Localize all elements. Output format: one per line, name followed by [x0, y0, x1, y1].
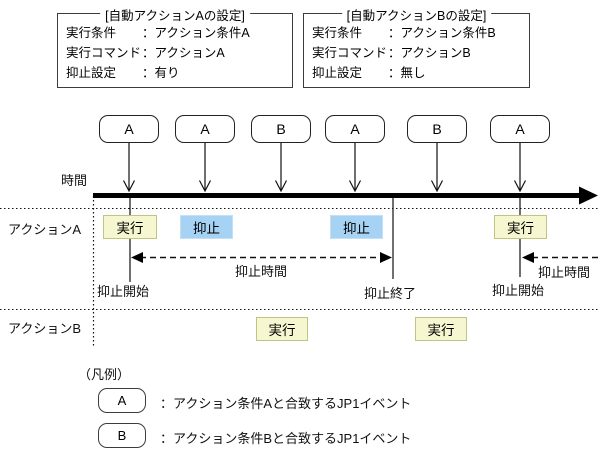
event-pill-a4: A	[490, 115, 550, 143]
action-a-exec-box-2: 実行	[494, 215, 547, 239]
event-arrow	[198, 143, 212, 193]
settings-box-action-a: [自動アクションAの設定] 実行条件 ：アクション条件A 実行コマンド ：アクシ…	[57, 5, 293, 88]
event-arrows	[122, 143, 527, 193]
event-pill-b1: B	[251, 115, 311, 143]
event-pill-b2: B	[407, 115, 467, 143]
legend-text-a: ：アクション条件Aと合致するJP1イベント	[160, 396, 412, 411]
suppress-time-label-2: 抑止時間	[538, 265, 591, 280]
event-arrow	[348, 143, 362, 193]
suppress-start-label-1: 抑止開始	[97, 284, 150, 299]
setting-row: 実行コマンド ：アクションB	[312, 43, 523, 63]
setting-label: 実行条件	[66, 26, 117, 40]
setting-label: 抑止設定	[66, 66, 117, 80]
action-b-exec-box-1: 実行	[256, 317, 308, 341]
event-pill-a1: A	[99, 115, 159, 143]
legend-symbol-b: B	[98, 423, 146, 448]
row-label-action-b: アクションB	[8, 321, 82, 336]
setting-value: ：有り	[142, 66, 180, 80]
legend-title: （凡例）	[78, 367, 131, 382]
action-a-suppress-box-2: 抑止	[330, 215, 383, 239]
event-pill-a2: A	[175, 115, 235, 143]
setting-value: ：アクション条件A	[142, 26, 250, 40]
legend-text-b: ：アクション条件Bと合致するJP1イベント	[160, 431, 412, 446]
event-arrow	[513, 143, 527, 193]
suppress-time-label-1: 抑止時間	[234, 264, 288, 279]
legend-symbol-a: A	[98, 388, 146, 413]
setting-value: ：無し	[388, 66, 426, 80]
timeline-axis	[93, 186, 598, 205]
setting-value: ：アクションB	[388, 46, 471, 60]
time-axis-label: 時間	[61, 173, 88, 188]
setting-label: 実行コマンド	[66, 46, 142, 60]
action-a-exec-box-1: 実行	[103, 215, 157, 239]
settings-box-title: [自動アクションAの設定]	[100, 5, 250, 24]
event-arrow	[430, 143, 444, 193]
setting-label: 抑止設定	[312, 66, 363, 80]
setting-row: 実行条件 ：アクション条件A	[66, 23, 286, 43]
suppress-time-span-arrow-2	[522, 252, 600, 263]
setting-value: ：アクション条件B	[388, 26, 496, 40]
setting-row: 抑止設定 ：有り	[66, 63, 286, 83]
setting-row: 実行コマンド ：アクションA	[66, 43, 286, 63]
settings-box-title: [自動アクションBの設定]	[341, 5, 492, 24]
event-arrow	[274, 143, 288, 193]
event-arrow	[122, 143, 136, 193]
setting-row: 抑止設定 ：無し	[312, 63, 523, 83]
suppress-end-label: 抑止終了	[364, 286, 417, 301]
suppress-start-label-2: 抑止開始	[492, 283, 545, 298]
settings-box-action-b: [自動アクションBの設定] 実行条件 ：アクション条件B 実行コマンド ：アクシ…	[303, 5, 530, 88]
setting-row: 実行条件 ：アクション条件B	[312, 23, 523, 43]
event-pill-a3: A	[325, 115, 385, 143]
row-label-action-a: アクションA	[8, 222, 82, 237]
action-a-suppress-box-1: 抑止	[180, 215, 233, 239]
setting-label: 実行条件	[312, 26, 363, 40]
action-b-exec-box-2: 実行	[415, 317, 467, 341]
suppress-time-span-arrow	[131, 252, 392, 263]
setting-label: 実行コマンド	[312, 46, 388, 60]
setting-value: ：アクションA	[142, 46, 225, 60]
timeline-arrowhead	[579, 186, 598, 205]
